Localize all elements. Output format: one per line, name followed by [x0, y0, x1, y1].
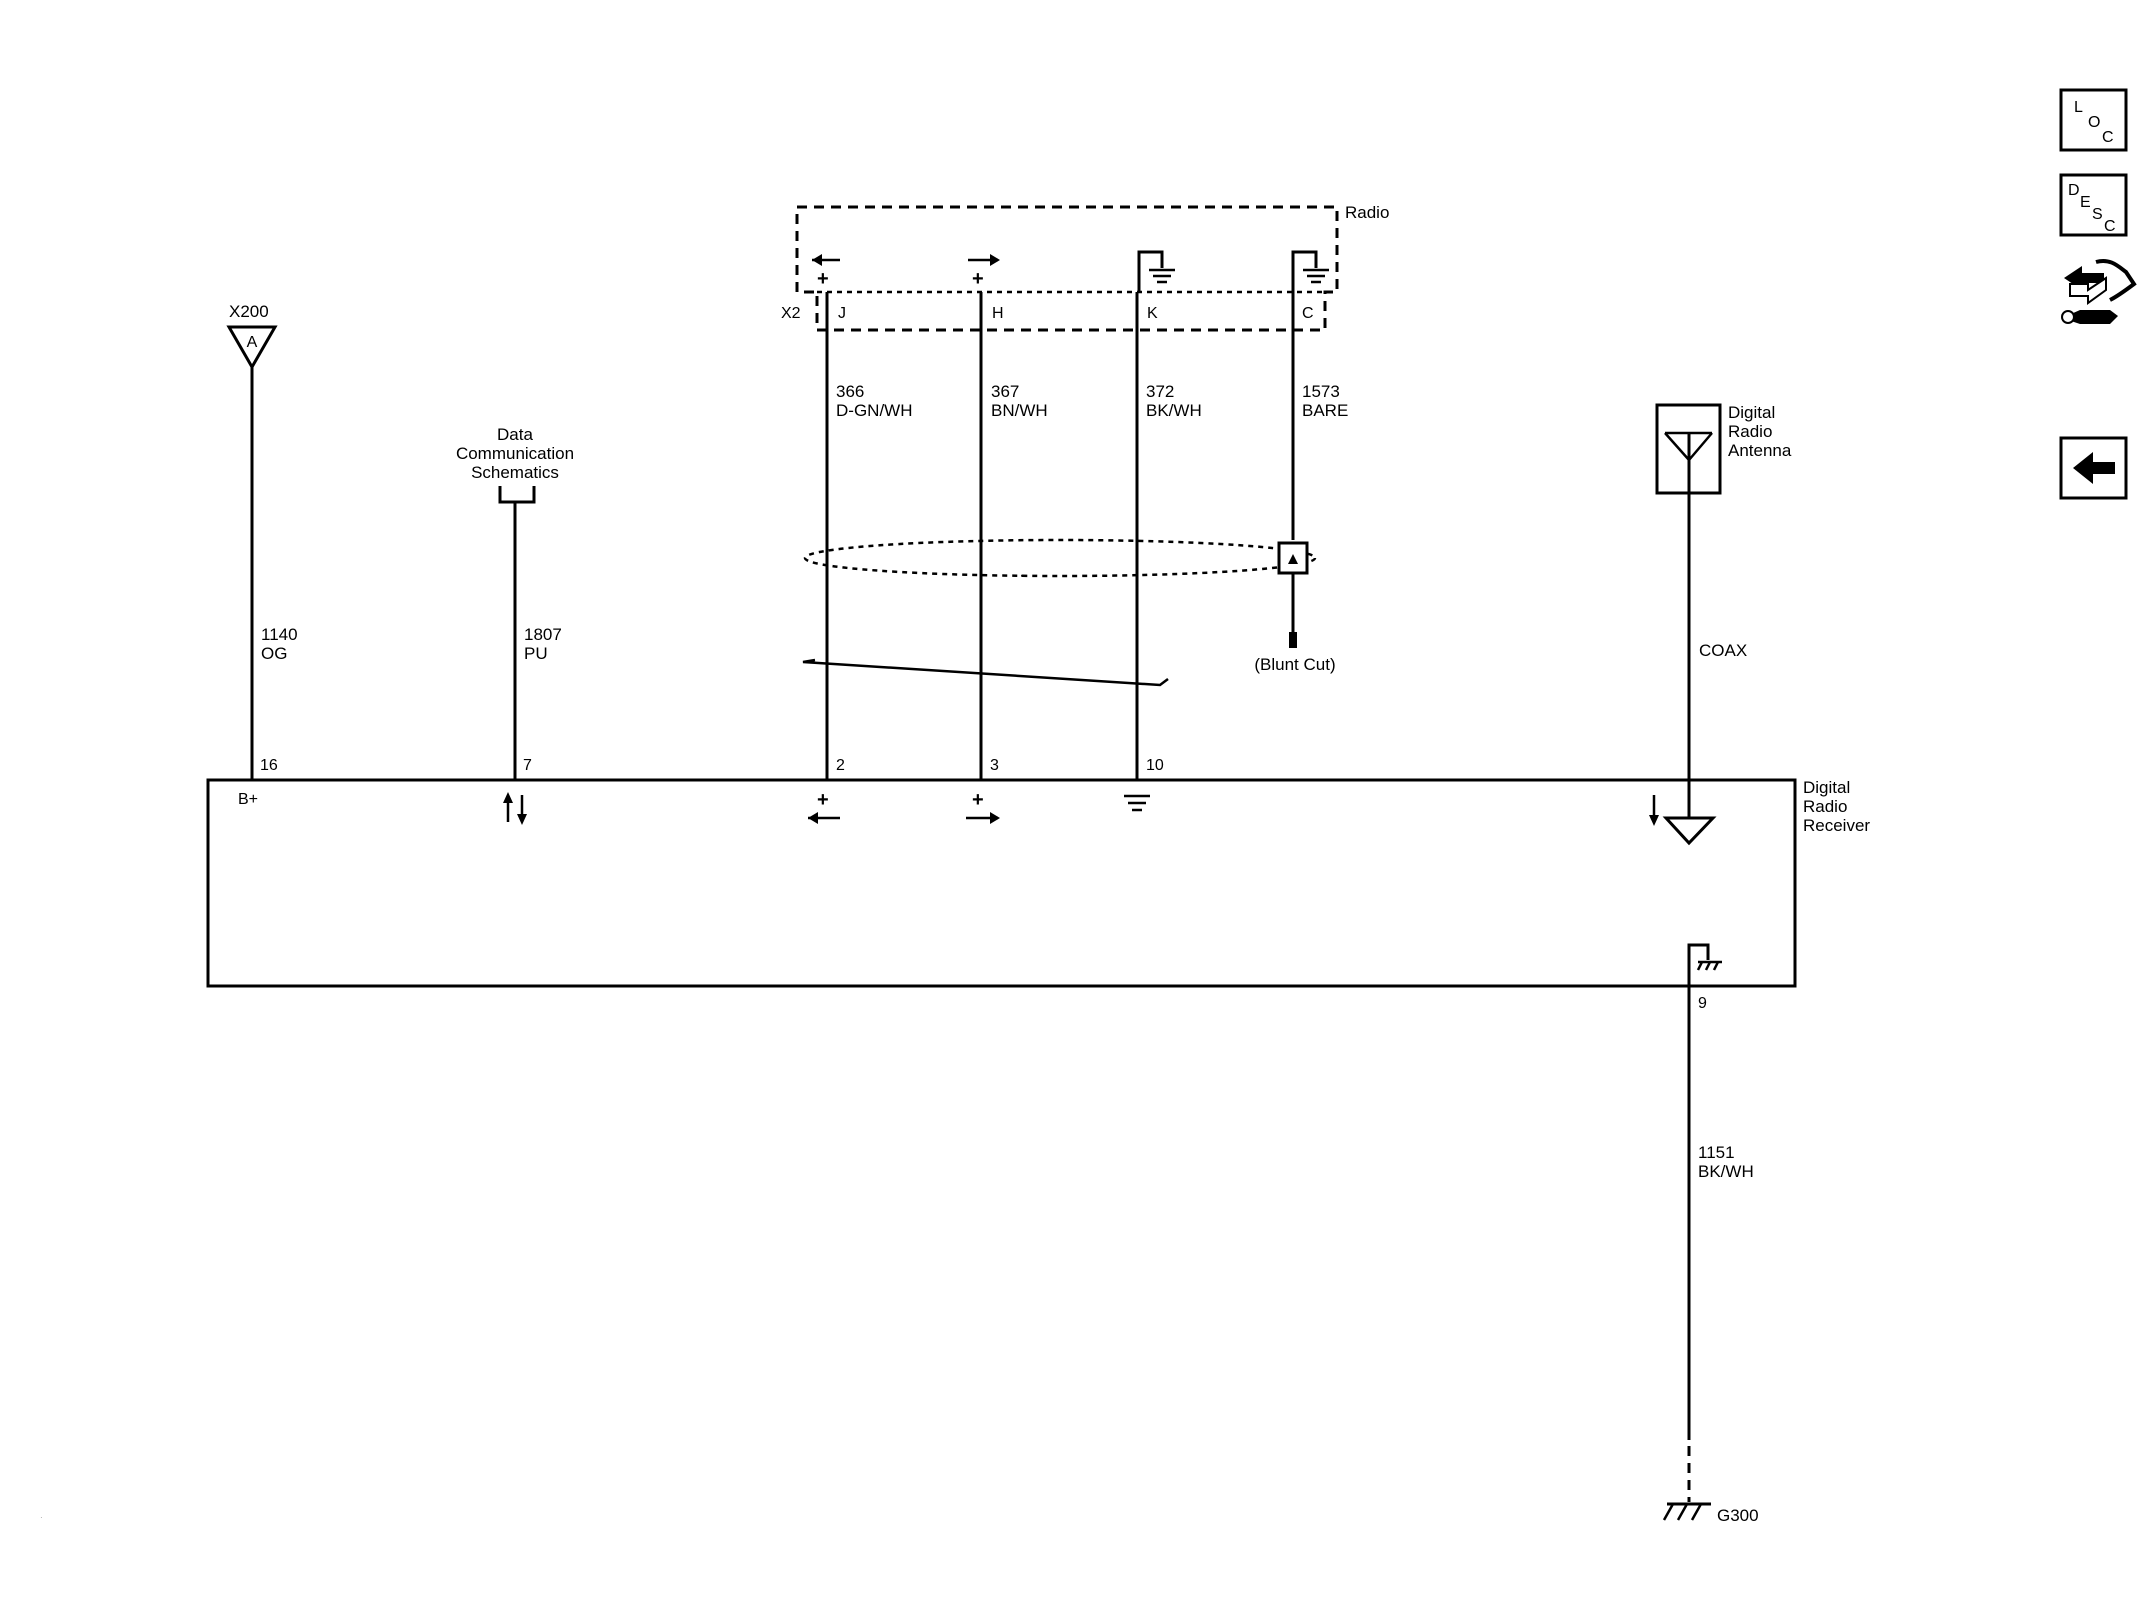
receiver-pin-7: 7: [523, 757, 532, 774]
receiver-box: [206, 778, 1797, 988]
desc-letter-s: S: [2092, 206, 2103, 223]
svg-text:+: +: [972, 268, 984, 290]
wire-366-color: D-GN/WH: [836, 401, 912, 420]
corner-mark: ·: [40, 1513, 43, 1522]
radio-output-left-icon: +: [812, 254, 840, 290]
receiver-pin-10: 10: [1146, 757, 1164, 774]
radio-component: Radio X2 J H K C + +: [781, 203, 1389, 332]
wire-372-circuit: 372: [1146, 382, 1174, 401]
receiver-ground-10-icon: [1124, 794, 1150, 812]
antenna-label-line2: Radio: [1728, 422, 1772, 441]
receiver-label-line3: Receiver: [1803, 816, 1870, 835]
radio-ground-c-icon: [1291, 250, 1329, 292]
radio-pin-c: C: [1302, 305, 1314, 322]
x200-connector-icon: [226, 325, 278, 371]
receiver-antenna-input-icon: [1649, 795, 1717, 846]
back-arrow-icon: [2073, 452, 2115, 484]
radio-outline: [795, 205, 1339, 332]
wire-1573-circuit: 1573: [1302, 382, 1340, 401]
description-button[interactable]: D E S C: [2059, 173, 2128, 237]
bidirectional-arrows-icon: [503, 792, 527, 825]
wire-1573-color: BARE: [1302, 401, 1348, 420]
digital-radio-receiver: Digital Radio Receiver 16 7 2 3 10 9 B+ …: [206, 757, 1870, 1012]
x200-feed: X200 A 1140 OG: [226, 302, 298, 780]
data-comm-bracket: [498, 486, 536, 504]
data-comm-line1: Data: [497, 425, 533, 444]
receiver-pin-16: 16: [260, 757, 278, 774]
receiver-pin-2: 2: [836, 757, 845, 774]
ground-circuit: 1151 BK/WH G300: [1662, 986, 1759, 1525]
antenna-icon-right: [1688, 432, 1713, 461]
data-comm-line2: Communication: [456, 444, 574, 463]
wire-366-circuit: 366: [836, 382, 864, 401]
desc-letter-e: E: [2080, 194, 2091, 211]
shield-ellipse: [803, 538, 1317, 578]
receiver-label-line1: Digital: [1803, 778, 1850, 797]
loc-letter-o: O: [2088, 114, 2100, 131]
blunt-cut-end: [1289, 632, 1297, 648]
wire-1151-color: BK/WH: [1698, 1162, 1754, 1181]
radio-pin-j: J: [838, 305, 846, 322]
svg-text:+: +: [817, 268, 829, 290]
radio-pin-h: H: [992, 305, 1004, 322]
g300-label: G300: [1717, 1506, 1759, 1525]
digital-radio-antenna: Digital Radio Antenna COAX: [1655, 403, 1792, 818]
radio-connector-label: X2: [781, 305, 801, 322]
wire-1140-circuit: 1140: [261, 625, 298, 644]
coax-label: COAX: [1699, 641, 1747, 660]
x200-pin: A: [247, 334, 258, 351]
desc-letter-d: D: [2068, 182, 2080, 199]
wire-1807-color: PU: [524, 644, 548, 663]
wire-1807-circuit: 1807: [524, 625, 562, 644]
wire-1140-color: OG: [261, 644, 287, 663]
data-comm-line3: Schematics: [471, 463, 559, 482]
wire-367-circuit: 367: [991, 382, 1019, 401]
antenna-label-line1: Digital: [1728, 403, 1775, 422]
wire-367-color: BN/WH: [991, 401, 1048, 420]
loc-letter-l: L: [2074, 99, 2083, 116]
receiver-pin-3: 3: [990, 757, 999, 774]
radio-wires: 366 D-GN/WH 367 BN/WH 372 BK/WH 1573 BAR…: [802, 292, 1348, 780]
x200-label: X200: [229, 302, 269, 321]
receiver-bplus-label: B+: [238, 791, 258, 808]
radio-output-right-icon: +: [968, 254, 1000, 290]
wire-1151-circuit: 1151: [1698, 1143, 1735, 1162]
receiver-chassis-ground-icon: [1687, 943, 1722, 986]
wire-372-color: BK/WH: [1146, 401, 1202, 420]
back-button[interactable]: [2059, 436, 2128, 500]
radio-label: Radio: [1345, 203, 1389, 222]
antenna-label-line3: Antenna: [1728, 441, 1792, 460]
receiver-pin-9: 9: [1698, 995, 1707, 1012]
location-button[interactable]: L O C: [2059, 88, 2128, 152]
svg-text:+: +: [972, 789, 984, 811]
radio-pin-k: K: [1147, 305, 1158, 322]
desc-letter-c: C: [2104, 218, 2116, 235]
connector-tool-icon[interactable]: [2061, 259, 2137, 324]
antenna-icon-left: [1664, 432, 1690, 461]
twisted-pair-marker: [802, 658, 1169, 687]
radio-ground-k-icon: [1137, 250, 1175, 292]
data-communication: Data Communication Schematics 1807 PU: [456, 425, 574, 780]
blunt-cut-label: (Blunt Cut): [1254, 655, 1335, 674]
g300-ground-icon: [1662, 1502, 1711, 1521]
receiver-input-right-icon: +: [966, 789, 1000, 824]
receiver-input-left-icon: +: [808, 789, 840, 824]
shield-drain-marker: [1288, 554, 1298, 564]
loc-letter-c: C: [2102, 129, 2114, 146]
receiver-label-line2: Radio: [1803, 797, 1847, 816]
svg-text:+: +: [817, 789, 829, 811]
